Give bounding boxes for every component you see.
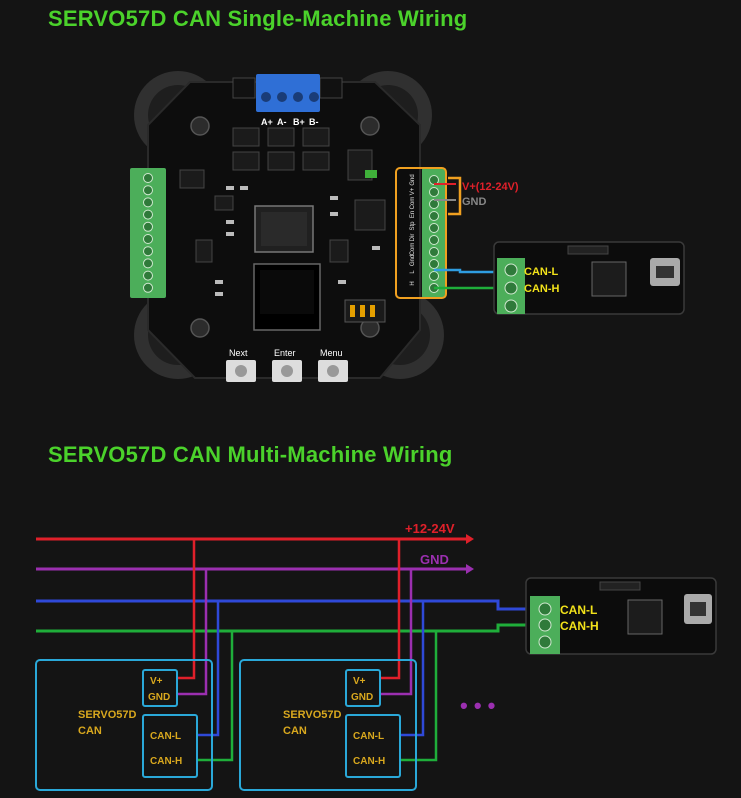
unit1-gnd-label: GND xyxy=(148,692,170,703)
unit2-name-line1: SERVO57D xyxy=(283,709,342,721)
single-can-l-wire xyxy=(434,268,510,274)
right-terminal-screw xyxy=(429,223,439,233)
power-bracket xyxy=(448,176,462,216)
right-terminal-screw xyxy=(429,271,439,281)
servo-unit-1 xyxy=(35,659,213,791)
single-wiring-title: SERVO57D CAN Single-Machine Wiring xyxy=(48,6,468,31)
button-label-enter: Enter xyxy=(274,348,296,358)
left-terminal-screw xyxy=(143,234,153,244)
unit2-can-h-label: CAN-H xyxy=(353,756,385,767)
multi-can-l-label: CAN-L xyxy=(560,603,597,617)
more-units-ellipsis: • • • xyxy=(460,693,495,718)
bus-can-l-line xyxy=(36,599,540,611)
unit1-can-h-label: CAN-H xyxy=(150,756,182,767)
unit2-can-h-drop xyxy=(400,631,438,762)
single-can-h-label: CAN-H xyxy=(524,283,559,295)
right-terminal-screw xyxy=(429,247,439,257)
left-terminal-screw xyxy=(143,246,153,257)
side-pin-label: Gnd xyxy=(410,174,416,185)
bus-vplus-label: +12-24V xyxy=(405,521,455,536)
servo-driver-board xyxy=(134,71,444,379)
left-terminal-screw xyxy=(143,173,153,183)
side-pin-label: Dir xyxy=(410,234,416,242)
right-terminal-block xyxy=(422,168,446,298)
left-terminal-screw xyxy=(143,282,153,293)
side-pin-label: Com xyxy=(410,197,416,210)
left-terminal-screw xyxy=(143,209,153,220)
usb-can-adapter-bottom xyxy=(525,577,717,655)
unit1-gnd-drop xyxy=(176,569,208,696)
unit2-can-l-drop xyxy=(400,601,425,737)
motor-label-b-plus: B+ xyxy=(293,117,305,127)
right-terminal-screw xyxy=(429,259,439,269)
motor-label-a-plus: A+ xyxy=(261,117,273,127)
motor-label-a-minus: A- xyxy=(277,117,287,127)
left-terminal-screw xyxy=(143,221,153,232)
multi-can-h-label: CAN-H xyxy=(560,619,599,633)
usb-can-adapter-top xyxy=(493,241,685,315)
side-pin-label: V+ xyxy=(410,187,416,195)
unit1-name-line1: SERVO57D xyxy=(78,709,137,721)
bus-vplus-arrow xyxy=(466,534,474,544)
gnd-label: GND xyxy=(462,196,487,208)
right-terminal-screw xyxy=(429,211,439,221)
bus-can-h-line xyxy=(36,623,540,633)
unit1-can-l-label: CAN-L xyxy=(150,731,181,742)
side-pin-label: Stp xyxy=(410,221,416,231)
motor-label-b-minus: B- xyxy=(309,117,319,127)
right-terminal-screw xyxy=(429,235,439,245)
left-terminal-screw xyxy=(143,258,153,269)
unit2-vplus-label: V+ xyxy=(353,676,366,687)
unit1-vplus-label: V+ xyxy=(150,676,163,687)
unit2-name-line2: CAN xyxy=(283,725,307,737)
right-terminal-screw xyxy=(429,187,439,197)
motor-terminal-block xyxy=(232,74,343,112)
bus-gnd-label: GND xyxy=(420,552,449,567)
unit1-name-line2: CAN xyxy=(78,725,102,737)
left-terminal-block xyxy=(130,168,166,298)
left-terminal-screw xyxy=(143,185,153,196)
board-buttons xyxy=(226,360,348,382)
left-terminal-screw xyxy=(143,270,153,281)
servo-unit-2 xyxy=(239,659,417,791)
vplus-voltage-label: V+(12-24V) xyxy=(462,181,519,193)
single-can-l-label: CAN-L xyxy=(524,266,558,278)
unit1-can-h-drop xyxy=(196,631,234,762)
unit2-gnd-drop xyxy=(380,569,413,696)
bus-gnd-arrow xyxy=(466,564,474,574)
unit2-can-l-label: CAN-L xyxy=(353,731,384,742)
button-label-next: Next xyxy=(229,348,248,358)
side-pin-label: Gnd xyxy=(410,255,416,266)
button-label-menu: Menu xyxy=(320,348,343,358)
terminal-highlight-box xyxy=(395,167,447,299)
unit2-vplus-drop xyxy=(380,539,401,680)
unit1-vplus-drop xyxy=(176,539,196,680)
side-pin-label: Com xyxy=(410,243,416,256)
side-pin-label: H xyxy=(410,281,416,285)
multi-wiring-title: SERVO57D CAN Multi-Machine Wiring xyxy=(48,442,453,467)
side-pin-label: L xyxy=(410,270,416,274)
unit2-gnd-label: GND xyxy=(351,692,373,703)
side-pin-label: En xyxy=(410,211,416,218)
left-terminal-screw xyxy=(143,197,153,208)
unit1-can-l-drop xyxy=(196,601,220,737)
